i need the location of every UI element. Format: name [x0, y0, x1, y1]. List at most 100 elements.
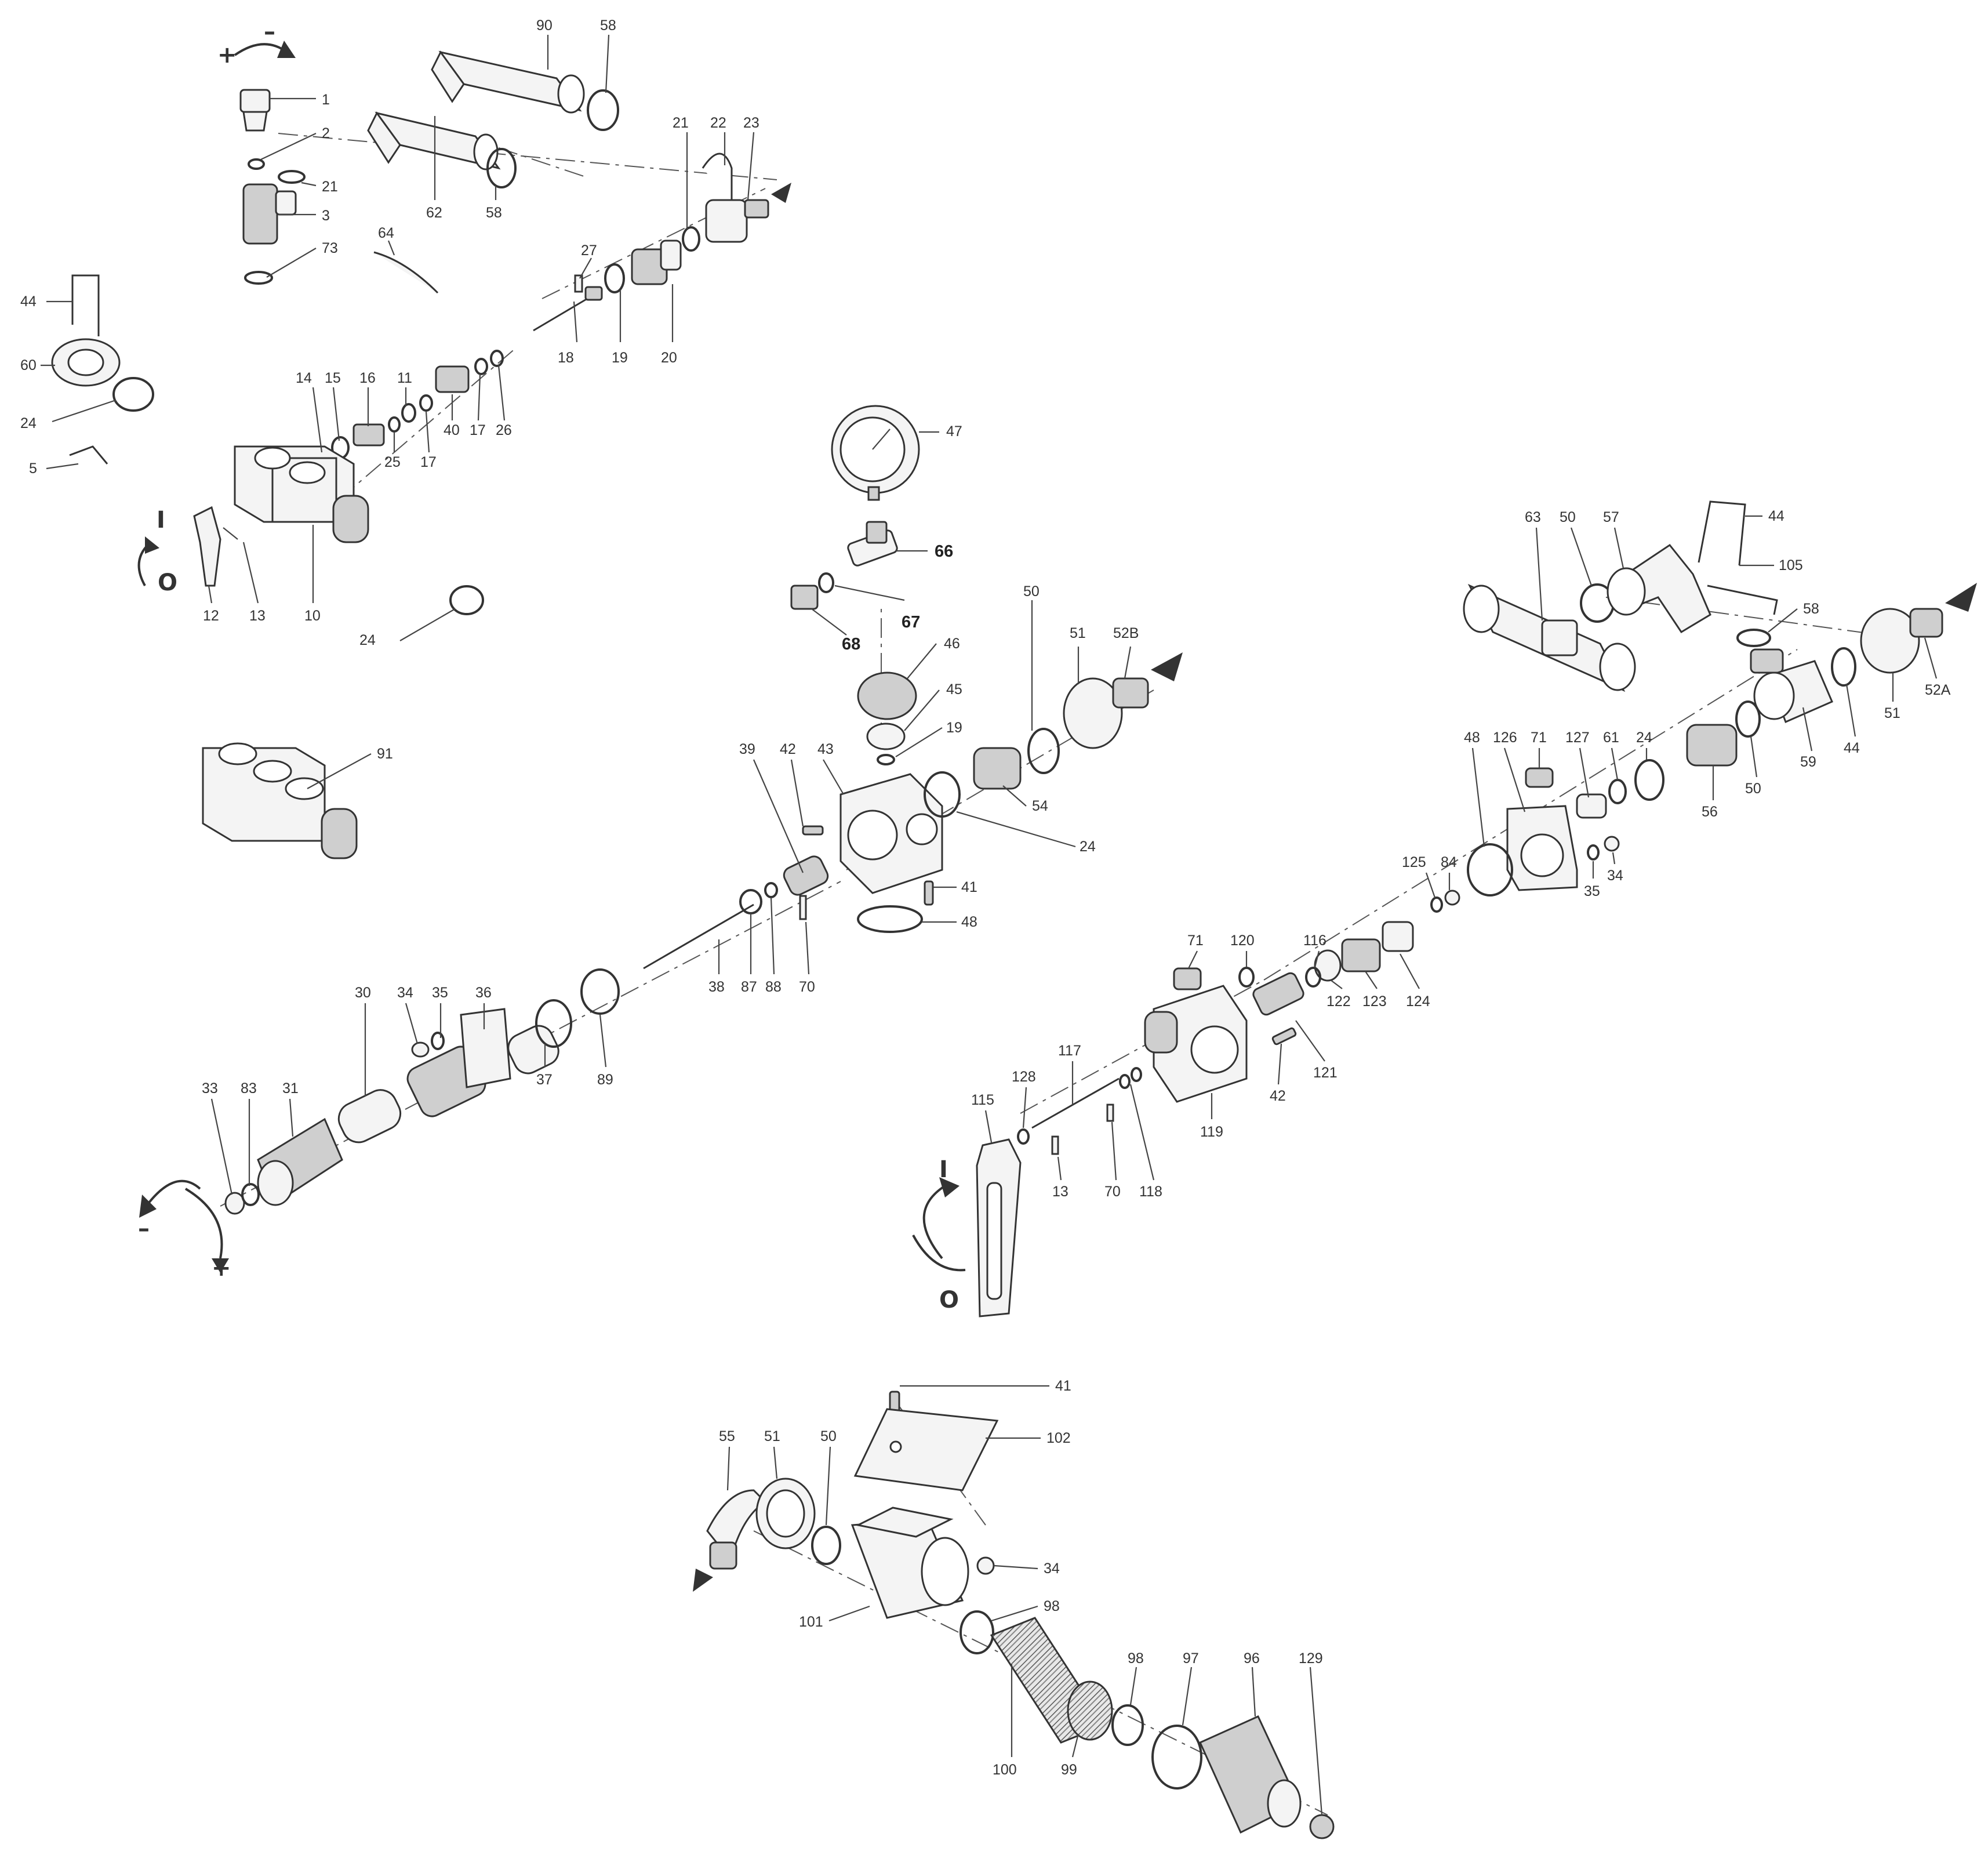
part-71-plug-a	[1525, 767, 1554, 788]
label-41: 41	[961, 879, 977, 895]
label-42: 42	[1270, 1088, 1286, 1104]
part-127-valve-seat	[1576, 793, 1607, 819]
part-44-ring	[1831, 647, 1856, 687]
part-16-spring	[352, 423, 385, 447]
part-12-lever	[193, 506, 221, 587]
part-37-seat	[507, 1025, 559, 1075]
label-71: 71	[1187, 932, 1204, 949]
part-34-nut-b	[1604, 836, 1620, 852]
label-19: 19	[612, 350, 628, 366]
part-118-oring	[1119, 1074, 1131, 1089]
label-20: 20	[661, 350, 677, 366]
part-44-clip-b	[1698, 500, 1746, 566]
label-52A: 52A	[1925, 682, 1951, 698]
label-21: 21	[673, 115, 689, 131]
label-63: 63	[1525, 509, 1541, 525]
label-58: 58	[486, 205, 502, 221]
label-17: 17	[420, 454, 437, 470]
part-50-gasket-a	[1027, 728, 1060, 774]
label-11: 11	[397, 370, 412, 386]
part-35-washer-b	[1587, 844, 1600, 861]
label-57: 57	[1603, 509, 1619, 525]
flow-arrow-icon-d	[693, 1569, 713, 1592]
label-100: 100	[993, 1762, 1017, 1778]
label-84: 84	[1441, 854, 1457, 870]
part-26	[490, 350, 504, 367]
label-83: 83	[241, 1080, 257, 1097]
symbol-minus: –	[264, 19, 275, 45]
label-46: 46	[944, 636, 960, 652]
part-13-pin-b	[1051, 1135, 1059, 1155]
symbol-closed-b: O	[939, 1287, 959, 1313]
leader-lines	[41, 34, 1938, 1816]
part-21-oring-b	[682, 226, 700, 252]
label-50: 50	[1560, 509, 1576, 525]
label-51: 51	[764, 1428, 780, 1444]
part-58-ring-a	[587, 89, 619, 131]
label-98: 98	[1128, 1650, 1144, 1667]
assembly-axes	[220, 133, 1902, 1816]
label-24: 24	[359, 632, 376, 648]
label-3: 3	[322, 208, 330, 224]
part-50-gasket-d	[811, 1526, 841, 1565]
part-71-plug-b	[1173, 967, 1202, 990]
label-21: 21	[322, 179, 338, 195]
part-5-clip	[69, 445, 108, 464]
part-24-ring-d	[1634, 759, 1664, 801]
part-42-stud-a	[802, 825, 824, 836]
label-101: 101	[799, 1614, 823, 1630]
label-121: 121	[1313, 1065, 1338, 1081]
label-1: 1	[322, 92, 330, 108]
pressure-regulator-assembly: – +	[138, 855, 829, 1282]
label-44: 44	[20, 293, 37, 310]
part-116-oring	[1305, 967, 1321, 988]
part-68-plug	[790, 585, 819, 610]
part-1-knob	[239, 89, 271, 113]
part-1-body	[242, 111, 268, 132]
symbol-closed: O	[158, 569, 177, 596]
label-123: 123	[1362, 993, 1387, 1010]
part-30-sleeve	[337, 1089, 402, 1144]
section-valve-block-91	[202, 742, 358, 859]
part-51-nut-b	[1860, 608, 1920, 674]
part-89-ring	[580, 968, 620, 1015]
label-42: 42	[780, 741, 796, 757]
part-35-washer-a	[431, 1032, 445, 1050]
part-123-spring	[1341, 938, 1381, 972]
part-102-plate	[853, 1408, 999, 1491]
label-2: 2	[322, 125, 330, 141]
label-39: 39	[739, 741, 755, 757]
part-39-valve-seat	[783, 855, 829, 896]
label-128: 128	[1012, 1069, 1036, 1085]
part-73-oring	[244, 271, 273, 285]
part-19-oring	[604, 263, 625, 293]
part-24-ring-a	[112, 377, 154, 412]
part-84-nut	[1444, 890, 1460, 906]
part-83-washer	[241, 1183, 260, 1206]
label-58: 58	[600, 17, 616, 34]
part-50-gasket-c	[1735, 700, 1761, 738]
label-41: 41	[1055, 1378, 1071, 1394]
part-33-nut	[224, 1192, 245, 1215]
label-58: 58	[1803, 601, 1819, 617]
label-124: 124	[1406, 993, 1430, 1010]
spring-valve-parts	[318, 350, 504, 467]
part-87-oring	[739, 889, 762, 914]
part-48-ring-b	[1467, 843, 1513, 896]
label-50: 50	[1023, 583, 1040, 600]
part-25	[388, 416, 401, 433]
label-35: 35	[432, 985, 448, 1001]
part-64-spring-clip	[373, 251, 439, 294]
label-27: 27	[581, 242, 597, 259]
symbol-plus-b: +	[212, 1255, 231, 1282]
label-59: 59	[1800, 754, 1816, 770]
part-27-pin	[574, 274, 583, 293]
relief-valve-train	[533, 153, 791, 332]
part-number-labels: 1 2 21 3 73 90 58 62 58 64 27 18 19 20 2…	[20, 17, 1951, 1778]
part-40-spring	[435, 365, 470, 393]
label-15: 15	[325, 370, 341, 386]
label-125: 125	[1402, 854, 1426, 870]
label-115: 115	[971, 1092, 994, 1108]
label-122: 122	[1326, 993, 1351, 1010]
label-36: 36	[475, 985, 492, 1001]
